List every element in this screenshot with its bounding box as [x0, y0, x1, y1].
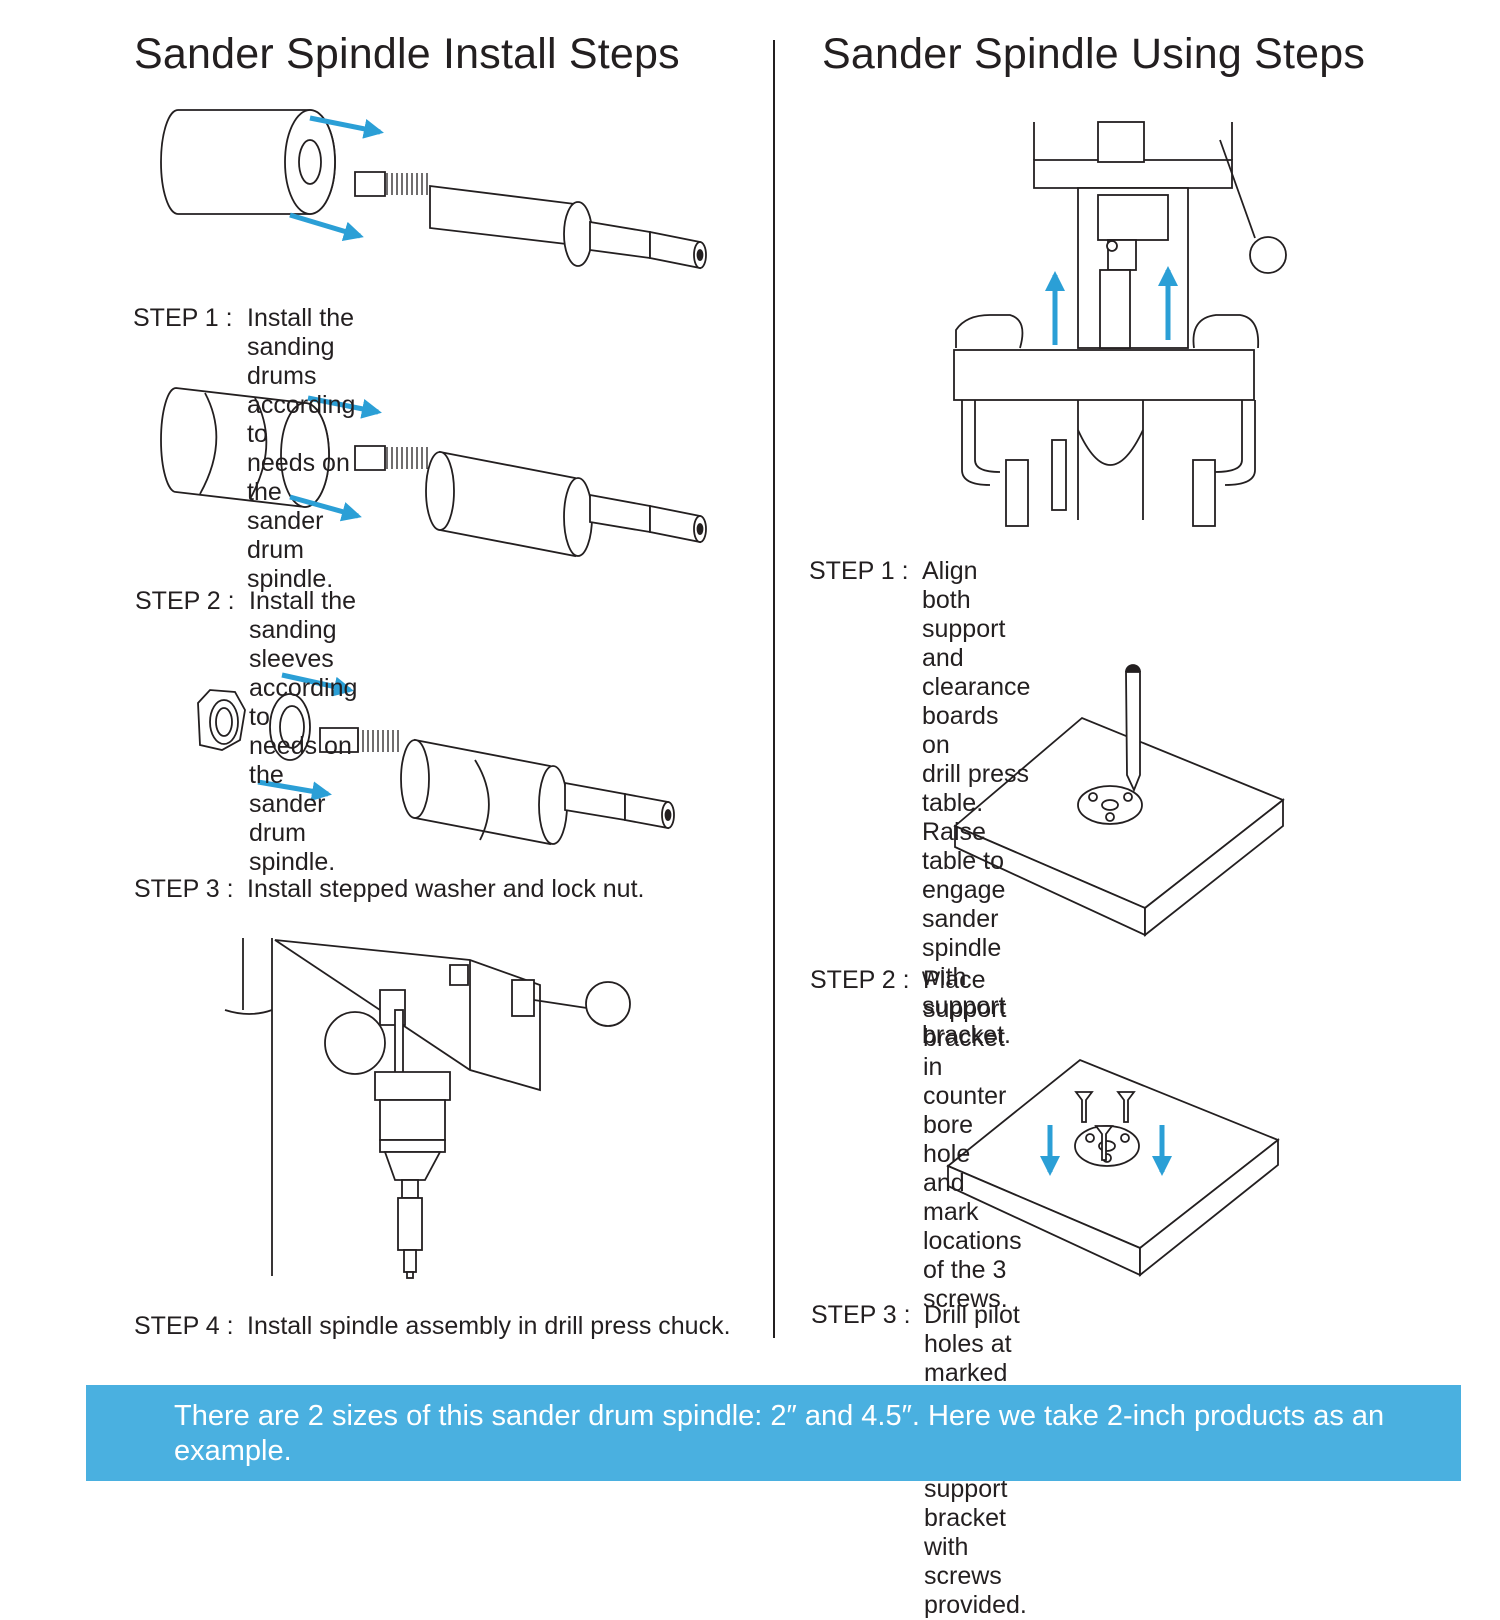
using-step2-illustration	[953, 664, 1285, 937]
install-steps-title: Sander Spindle Install Steps	[134, 30, 680, 78]
using-step-2-label: STEP 2 :	[810, 966, 910, 994]
using-step1-arrows	[1045, 266, 1178, 345]
using-steps-title: Sander Spindle Using Steps	[822, 30, 1366, 78]
step4-illustration	[224, 938, 631, 1279]
step3-illustration	[197, 689, 675, 846]
step3-arrows	[257, 672, 354, 802]
using-step3-illustration	[946, 1058, 1280, 1277]
install-step-4-text: Install spindle assembly in drill press …	[247, 1312, 731, 1340]
install-step-1-text: Install the sanding drums according to n…	[247, 304, 356, 593]
using-step-3-label: STEP 3 :	[811, 1301, 911, 1329]
using-step-2-text: Place support bracket in counter bore ho…	[923, 966, 1022, 1313]
size-note-banner: There are 2 sizes of this sander drum sp…	[86, 1385, 1461, 1481]
column-divider	[773, 40, 775, 1338]
using-step-1-label: STEP 1 :	[809, 557, 909, 585]
install-step-1-label: STEP 1 :	[133, 304, 233, 332]
install-step-2-text: Install the sanding sleeves according to…	[249, 587, 358, 876]
step1-illustration	[160, 109, 707, 270]
size-note-text: There are 2 sizes of this sander drum sp…	[174, 1400, 1385, 1467]
step1-arrows	[289, 115, 384, 241]
illustrations	[160, 109, 1287, 1279]
install-step-2-label: STEP 2 :	[135, 587, 235, 615]
step2-illustration	[160, 387, 707, 558]
using-step-1-text: Align both support and clearance boards …	[922, 557, 1031, 1049]
using-step1-illustration	[953, 121, 1287, 527]
install-step-3-text: Install stepped washer and lock nut.	[247, 875, 645, 903]
step2-arrows	[289, 395, 382, 522]
install-step-4-label: STEP 4 :	[134, 1312, 234, 1340]
using-step3-arrows	[1040, 1125, 1172, 1176]
install-step-3-label: STEP 3 :	[134, 875, 234, 903]
